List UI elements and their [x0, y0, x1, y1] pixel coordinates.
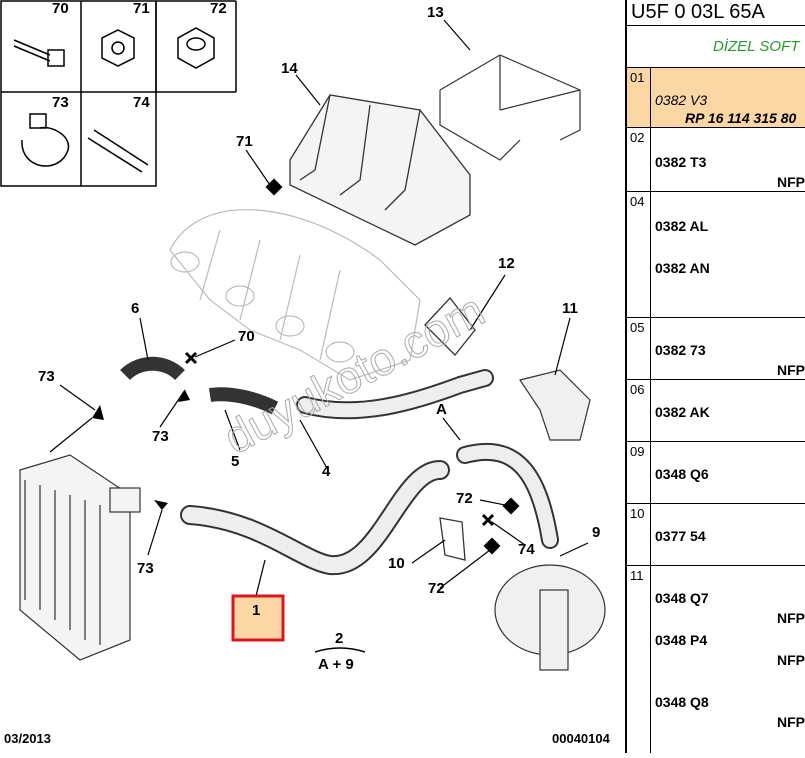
part-reference: 0382 T3 — [655, 154, 707, 170]
legend-label-74: 74 — [133, 94, 150, 111]
row-index: 06 — [627, 380, 651, 441]
row-index: 04 — [627, 192, 651, 317]
hose-6-drawing — [120, 356, 185, 381]
nfp-label: NFP — [777, 610, 805, 626]
part-reference: 0382 AK — [655, 404, 710, 420]
highlight-box — [231, 594, 285, 642]
callout-10: 10 — [388, 555, 405, 572]
row-index: 10 — [627, 504, 651, 565]
legend-label-70: 70 — [52, 0, 69, 17]
callout-74: 74 — [518, 541, 535, 558]
callout-14: 14 — [281, 60, 298, 77]
row-index: 05 — [627, 318, 651, 379]
leader-lines — [49, 19, 589, 601]
legend-label-71: 71 — [133, 0, 150, 17]
table-row[interactable]: 06 0382 AK — [627, 380, 805, 442]
panel-header: U5F 0 03L 65A — [627, 0, 805, 26]
callout-4: 4 — [322, 463, 331, 480]
diagram-date: 03/2013 — [4, 731, 51, 746]
part-reference: 0382 V3 — [655, 92, 708, 108]
reference-panel: U5F 0 03L 65A DİZEL SOFT 01 0382 V3 RP 1… — [625, 0, 805, 753]
rp-number: RP 16 114 315 80 — [685, 110, 797, 126]
part-reference: 0377 54 — [655, 528, 706, 544]
callout-12: 12 — [498, 255, 515, 272]
panel-subheader: DİZEL SOFT — [627, 26, 805, 68]
nfp-label: NFP — [777, 174, 805, 190]
row-index: 09 — [627, 442, 651, 503]
torque-markers — [92, 178, 520, 555]
legend-grid — [0, 0, 237, 187]
legend-label-73: 73 — [52, 94, 69, 111]
nfp-label-2: NFP — [777, 652, 805, 668]
legend-label-72: 72 — [210, 0, 227, 17]
cross-markers — [184, 351, 495, 527]
elbow-11-drawing — [519, 369, 591, 441]
callout-73-top-left: 73 — [38, 368, 55, 385]
part-reference: 0382 73 — [655, 342, 706, 358]
callout-5: 5 — [231, 453, 240, 470]
bolt-icon — [13, 39, 65, 67]
callout-2: 2 — [335, 630, 344, 647]
part-reference: 0382 AL — [655, 218, 709, 234]
arrow-2-indicator — [314, 647, 366, 653]
callout-70: 70 — [238, 328, 255, 345]
row-index: 01 — [627, 68, 651, 127]
parts-diagram: duyukoto.com 70 71 72 73 74 13 14 71 12 … — [0, 0, 610, 746]
turbo-drawing — [494, 564, 606, 671]
row-index: 11 — [627, 566, 651, 753]
nut-icon — [177, 27, 215, 69]
table-row[interactable]: 01 0382 V3 RP 16 114 315 80 — [627, 68, 805, 128]
manifold-drawing — [169, 209, 421, 381]
row-index: 02 — [627, 128, 651, 191]
callout-11: 11 — [562, 300, 578, 317]
table-row[interactable]: 02 0382 T3 NFP — [627, 128, 805, 192]
callout-72-lower: 72 — [428, 580, 445, 597]
callout-9: 9 — [592, 524, 601, 541]
clamp-icon — [21, 113, 70, 167]
stud-icon — [87, 129, 149, 173]
part-reference: 0348 Q7 — [655, 590, 709, 606]
callout-71: 71 — [236, 133, 253, 150]
watermark: duyukoto.com — [215, 283, 492, 463]
part-reference-2: 0382 AN — [655, 260, 710, 276]
callout-13: 13 — [427, 4, 444, 21]
table-row[interactable]: 09 0348 Q6 — [627, 442, 805, 504]
table-row[interactable]: 05 0382 73 NFP — [627, 318, 805, 380]
bracket-drawing — [439, 54, 581, 161]
table-row[interactable]: 04 0382 AL 0382 AN — [627, 192, 805, 318]
table-row[interactable]: 10 0377 54 — [627, 504, 805, 566]
part-reference: 0348 Q6 — [655, 466, 709, 482]
diagram-code: 00040104 — [552, 731, 610, 746]
hose-5-drawing — [208, 387, 279, 415]
gasket-12-drawing — [424, 296, 476, 356]
callout-6: 6 — [131, 300, 140, 317]
diagram-drawing: duyukoto.com — [0, 0, 606, 671]
heat-shield-drawing — [289, 94, 471, 246]
callout-a: A — [436, 401, 447, 418]
part-reference-2: 0348 P4 — [655, 632, 708, 648]
intercooler-drawing — [19, 454, 141, 661]
nfp-label-3: NFP — [777, 714, 805, 730]
callout-73-middle: 73 — [152, 428, 169, 445]
callout-a-plus-9: A + 9 — [318, 656, 354, 673]
callout-1: 1 — [252, 602, 261, 619]
callout-73-bottom: 73 — [137, 560, 154, 577]
nut-flange-icon — [101, 29, 135, 67]
nfp-label: NFP — [777, 362, 805, 378]
bracket-10-drawing — [439, 517, 466, 561]
callout-72-upper: 72 — [456, 490, 473, 507]
table-row[interactable]: 11 0348 Q7 NFP 0348 P4 NFP 0348 Q8 NFP — [627, 566, 805, 753]
part-reference-3: 0348 Q8 — [655, 694, 709, 710]
